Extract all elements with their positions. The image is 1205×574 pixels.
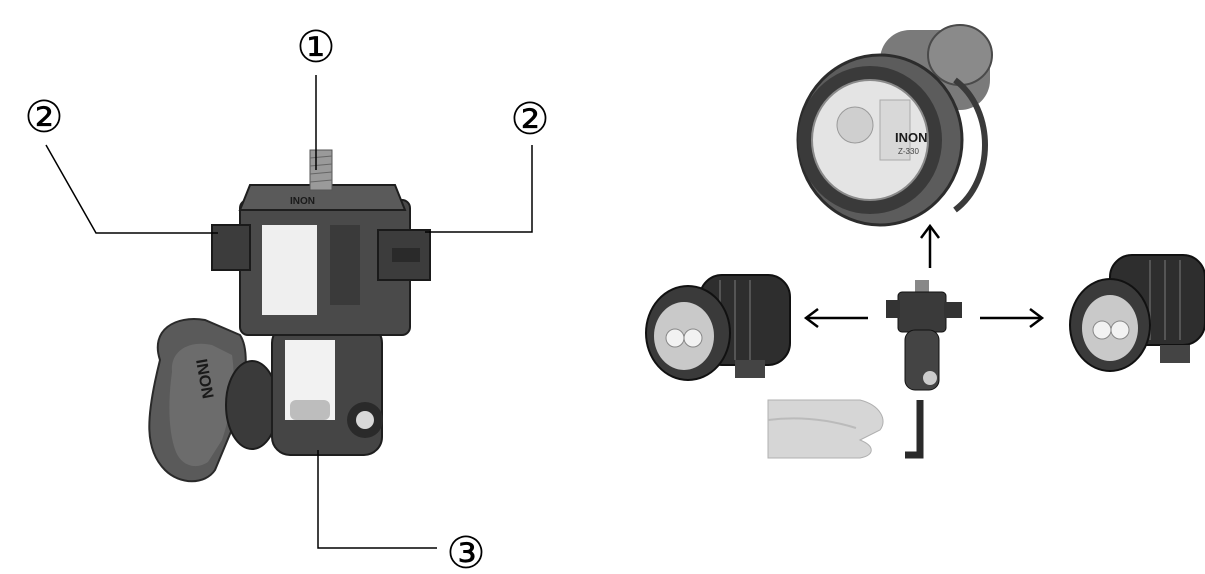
leader-line-2-right: [425, 145, 533, 233]
arrow-right-icon: [980, 308, 1045, 328]
plate-logo: INON: [290, 196, 315, 207]
direction-arrows: [803, 223, 1045, 328]
arrow-left-icon: [803, 308, 868, 328]
video-light-left-icon: [645, 274, 791, 381]
knob-logo: INON: [192, 358, 216, 400]
callout-3: ③: [446, 528, 485, 574]
mount-adapter-small-icon: [886, 280, 962, 391]
arrow-up-icon: [920, 223, 940, 268]
video-light-right-icon: [1069, 254, 1205, 372]
callout-2-right: ②: [510, 94, 549, 145]
hand-grip-icon: [767, 399, 924, 459]
leader-line-2-left: [45, 144, 218, 234]
strobe-model: Z-330: [898, 147, 919, 156]
callout-2-left: ②: [24, 92, 63, 143]
leader-line-3: [317, 450, 437, 549]
callout-1: ①: [296, 22, 335, 73]
strobe-logo: INON: [895, 130, 928, 145]
mount-adapter-illustration: INON INON: [148, 149, 431, 483]
callout-lines: [45, 75, 533, 549]
strobe-icon: INON Z-330: [796, 24, 993, 227]
